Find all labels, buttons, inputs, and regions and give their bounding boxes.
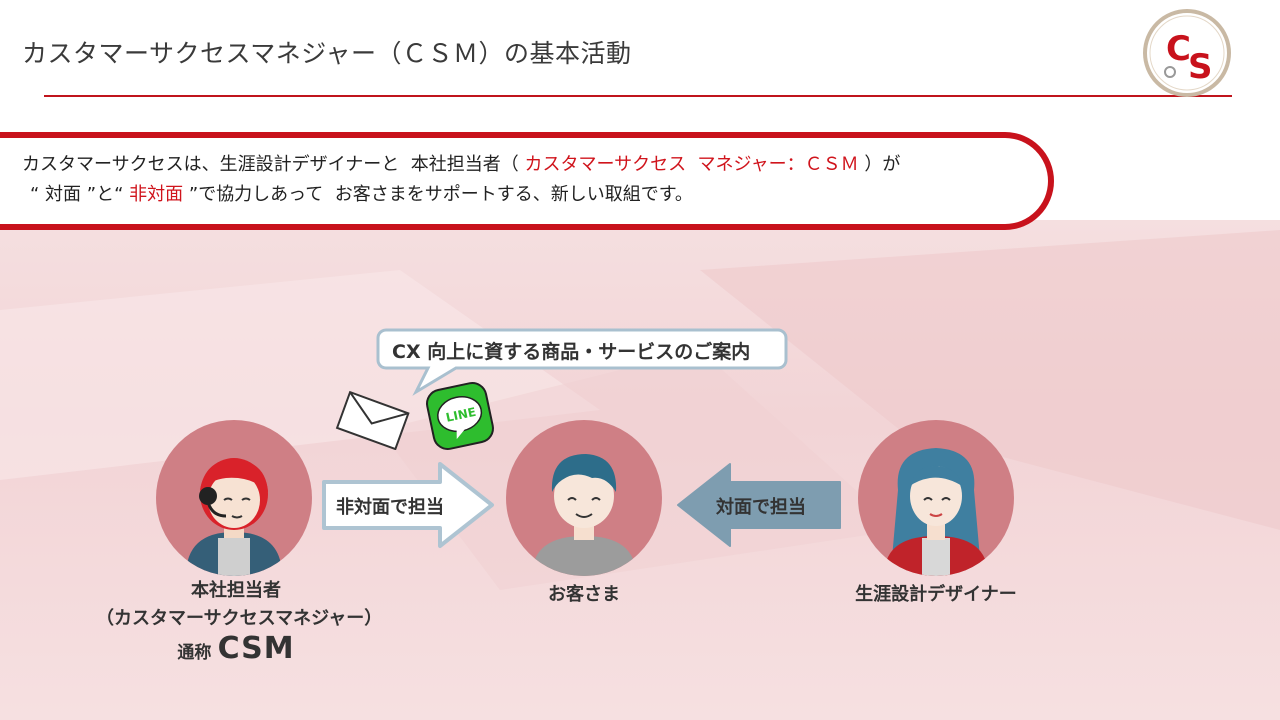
arrow-left-label: 非対面で担当 bbox=[336, 497, 444, 518]
envelope-icon bbox=[335, 390, 410, 450]
line-icon-text: LINE bbox=[445, 405, 478, 425]
csm-nick-prefix: 通称 bbox=[177, 643, 212, 663]
title-underline bbox=[44, 95, 1232, 97]
speech-bubble bbox=[376, 328, 788, 396]
cs-logo: C S bbox=[1143, 9, 1231, 97]
intro-line1-red: カスタマーサクセス マネジャー：ＣＳＭ bbox=[524, 154, 859, 175]
intro-line1-b: ）が bbox=[858, 154, 901, 175]
arrow-right-label: 対面で担当 bbox=[716, 497, 806, 518]
customer-person-icon bbox=[532, 454, 636, 576]
avatar-csm bbox=[156, 420, 312, 576]
csm-person-icon bbox=[186, 458, 282, 576]
svg-text:C: C bbox=[1166, 29, 1191, 69]
avatar-customer bbox=[506, 420, 662, 576]
avatar-designer bbox=[858, 420, 1014, 576]
arrow-face-to-face bbox=[677, 463, 841, 547]
intro-line1-a: カスタマーサクセスは、生涯設計デザイナーと 本社担当者（ bbox=[22, 154, 525, 175]
designer-label: 生涯設計デザイナー bbox=[855, 584, 1017, 605]
intro-line2-b: ”で協力しあって お客さまをサポートする、新しい取組です。 bbox=[183, 184, 693, 205]
designer-person-icon bbox=[884, 448, 988, 576]
intro-line2-red: 非対面 bbox=[129, 184, 184, 205]
bubble-text: CX 向上に資する商品・サービスのご案内 bbox=[392, 341, 751, 363]
arrow-non-face-to-face bbox=[322, 462, 494, 548]
page-title: カスタマーサクセスマネジャー（ＣＳＭ）の基本活動 bbox=[22, 39, 632, 68]
line-app-icon: LINE bbox=[426, 382, 494, 450]
intro-text: カスタマーサクセスは、生涯設計デザイナーと 本社担当者（ カスタマーサクセス マ… bbox=[22, 150, 900, 210]
csm-label: 本社担当者 （カスタマーサクセスマネジャー） 通称 CSM bbox=[96, 577, 383, 667]
intro-banner bbox=[0, 132, 1054, 230]
csm-nickname: CSM bbox=[217, 631, 295, 666]
svg-text:S: S bbox=[1188, 47, 1213, 87]
customer-label: お客さま bbox=[548, 584, 620, 605]
intro-line2-a: “ 対面 ”と“ bbox=[30, 184, 130, 205]
csm-label-line2: （カスタマーサクセスマネジャー） bbox=[96, 608, 383, 629]
csm-label-line1: 本社担当者 bbox=[191, 580, 281, 601]
